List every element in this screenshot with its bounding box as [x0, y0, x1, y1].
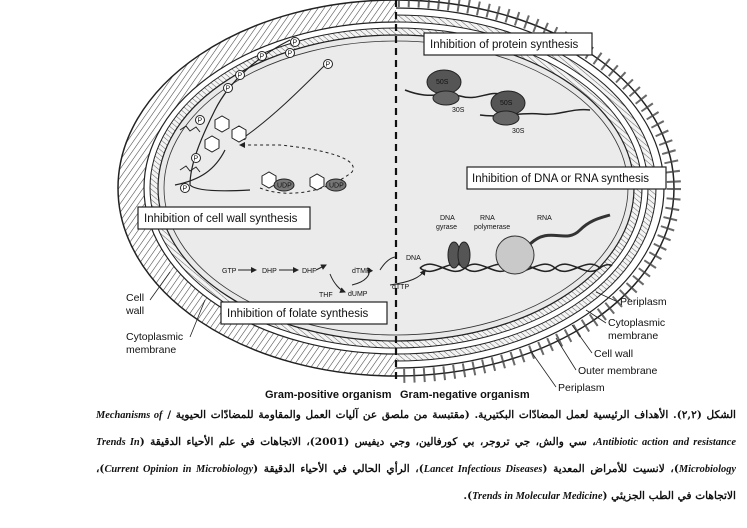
- dhp-label: DHP: [262, 268, 277, 275]
- caption-text: ، لانسيت للأمراض المعدية: [553, 463, 674, 475]
- ribosome: 50S 30S: [479, 90, 591, 135]
- thf-label: THF: [319, 292, 333, 299]
- svg-text:UDP: UDP: [329, 183, 344, 190]
- leader-line: [149, 271, 171, 301]
- svg-text:30S: 30S: [512, 128, 525, 135]
- caption-text: الشكل (٢,٢). الأهداف الرئيسية لعمل المضا…: [167, 409, 737, 421]
- dttp-label: dTTP: [392, 284, 409, 291]
- dhf-label: DHF: [302, 268, 316, 275]
- dtmp-label: dTMP: [352, 268, 371, 275]
- dna-gyrase-label: DNA: [440, 215, 455, 222]
- right-cell-wall-label: Cell wall: [594, 348, 633, 360]
- caption-english-title: Antibiotic action and resistance: [595, 437, 737, 448]
- svg-text:UDP: UDP: [277, 183, 292, 190]
- antibiotic-targets-diagram: P P P P P P P P P UDP: [117, 0, 681, 400]
- folate-synthesis-box: Inhibition of folate synthesis: [220, 301, 388, 325]
- dump-label: dUMP: [348, 291, 368, 298]
- hexagon-sugar-unit: [204, 115, 325, 191]
- leader-line: [585, 309, 607, 324]
- cell-wall-synthesis-pathway: [174, 39, 354, 194]
- caption-english-title: Mechanisms of: [96, 410, 163, 421]
- caption-text: ، الرأي الحالي في الأحياء الدقيقة: [263, 463, 419, 475]
- svg-text:P: P: [194, 156, 199, 163]
- leader-line: [571, 324, 593, 354]
- phosphate-group: P: [180, 183, 190, 193]
- phosphate-group: P: [257, 51, 267, 61]
- left-cell-wall-label: Cell: [126, 292, 144, 304]
- right-cytoplasmic-membrane-label: membrane: [608, 330, 658, 342]
- svg-text:P: P: [226, 86, 231, 93]
- svg-text:P: P: [288, 51, 293, 58]
- figure-caption: الشكل (٢,٢). الأهداف الرئيسية لعمل المضا…: [96, 409, 737, 502]
- right-cytoplasmic-membrane-label: Cytoplasmic: [608, 317, 665, 329]
- rna-strand: [528, 213, 611, 246]
- ribosome: 50S 30S: [404, 69, 506, 114]
- svg-text:Inhibition of folate synthesis: Inhibition of folate synthesis: [227, 308, 369, 320]
- dna-rna-synthesis-box: Inhibition of DNA or RNA synthesis: [466, 166, 667, 190]
- rna-polymerase-label: RNA: [480, 215, 495, 222]
- cell-wall-synthesis-box: Inhibition of cell wall synthesis: [137, 206, 311, 230]
- svg-text:50S: 50S: [436, 79, 449, 86]
- caption-text: ، الاتجاهات في الطب الجزيئي: [96, 463, 736, 502]
- svg-text:P: P: [238, 73, 243, 80]
- folate-pathway-arrows: [238, 256, 426, 293]
- udp-molecule: UDP: [273, 178, 295, 192]
- outer-membrane-label: Outer membrane: [578, 365, 658, 377]
- svg-text:P: P: [198, 118, 203, 125]
- caption-journal-name: Trends In Microbiology: [96, 437, 737, 475]
- dna-gyrase-label: gyrase: [436, 224, 457, 231]
- leader-line: [595, 291, 619, 303]
- rna-polymerase: [495, 235, 535, 275]
- phosphate-group: P: [235, 70, 245, 80]
- dna-label: DNA: [406, 255, 421, 262]
- svg-text:P: P: [293, 40, 298, 47]
- phosphate-group: P: [323, 59, 333, 69]
- left-cytoplasmic-membrane-label: membrane: [126, 344, 176, 356]
- caption-journal-name: Current Opinion in Microbiology: [104, 464, 254, 475]
- svg-text:Inhibition of cell wall synthe: Inhibition of cell wall synthesis: [144, 213, 298, 225]
- rna-polymerase-label: polymerase: [474, 224, 510, 231]
- dna-gyrase: [447, 241, 471, 269]
- svg-text:Inhibition of DNA or RNA synth: Inhibition of DNA or RNA synthesis: [472, 173, 649, 185]
- left-cell-wall-label: wall: [125, 305, 144, 317]
- svg-text:30S: 30S: [452, 107, 465, 114]
- svg-text:P: P: [183, 186, 188, 193]
- protein-synthesis-box: Inhibition of protein synthesis: [423, 32, 593, 56]
- phosphate-group: P: [195, 115, 205, 125]
- caption-journal-name: Lancet Infectious Diseases: [423, 464, 543, 475]
- phosphate-group: P: [191, 153, 201, 163]
- phosphate-group: P: [285, 48, 295, 58]
- caption-journal-name: Trends in Molecular Medicine: [472, 491, 603, 502]
- svg-text:50S: 50S: [500, 100, 513, 107]
- udp-molecule: UDP: [325, 178, 347, 192]
- right-periplasm-label: Periplasm: [620, 296, 667, 308]
- caption-text: .: [463, 490, 468, 502]
- gram-negative-label: Gram-negative organism: [400, 389, 530, 400]
- svg-text:P: P: [260, 54, 265, 61]
- gtp-label: GTP: [222, 268, 237, 275]
- rna-label: RNA: [537, 215, 552, 222]
- caption-text: ، سي والش، جي تروجر، بي كورفالين، وجي دي…: [150, 436, 596, 448]
- leader-line: [529, 349, 557, 388]
- phosphate-group: P: [290, 37, 300, 47]
- leader-line: [189, 299, 206, 338]
- right-periplasm-bottom-label: Periplasm: [558, 382, 605, 394]
- svg-text:Inhibition of protein synthesi: Inhibition of protein synthesis: [430, 39, 579, 51]
- gram-positive-label: Gram-positive organism: [265, 389, 392, 400]
- svg-text:P: P: [326, 62, 331, 69]
- leader-line: [555, 337, 577, 371]
- left-cytoplasmic-membrane-label: Cytoplasmic: [126, 331, 183, 343]
- phosphate-group: P: [223, 83, 233, 93]
